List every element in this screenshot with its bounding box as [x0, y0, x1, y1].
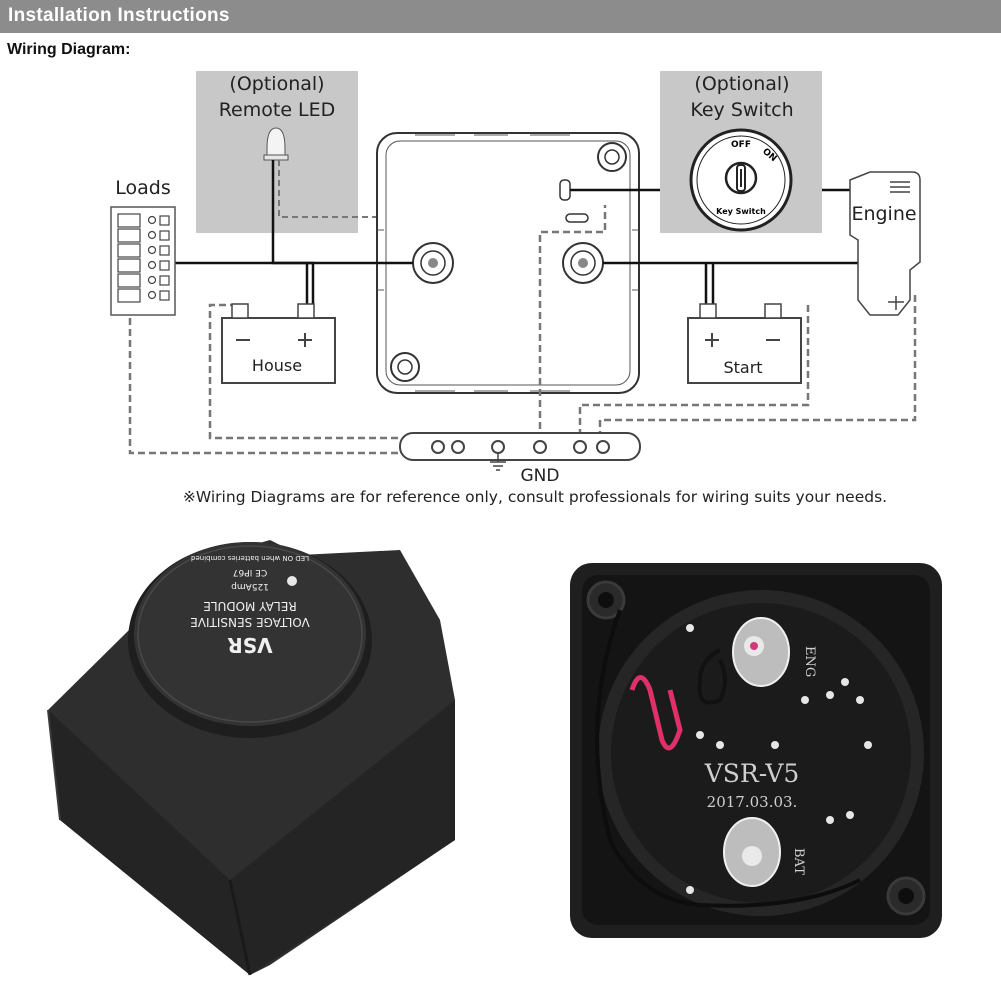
header-bar: Installation Instructions	[0, 0, 1001, 33]
disclaimer-note: ※Wiring Diagrams are for reference only,…	[183, 488, 887, 506]
vsr-product-photo: VSR VOLTAGE SENSITIVE RELAY MODULE 125Am…	[47, 540, 455, 976]
start-label: Start	[723, 358, 762, 377]
loads-panel-icon	[110, 206, 176, 316]
key-switch-text: Key Switch	[716, 207, 766, 216]
engine-label: Engine	[851, 203, 916, 225]
key-off-label: OFF	[731, 140, 751, 150]
remote-led-optional-label: (Optional)	[229, 73, 324, 95]
gnd-label: GND	[521, 466, 560, 486]
key-switch-optional-label: (Optional)	[694, 73, 789, 95]
board-model-text: VSR-V5	[704, 759, 800, 788]
house-battery-icon	[221, 303, 336, 384]
eng-label-text: ENG	[802, 646, 817, 677]
section-title: Wiring Diagram:	[7, 41, 131, 58]
engine-icon	[849, 171, 921, 316]
board-date-text: 2017.03.03.	[707, 793, 798, 811]
key-switch-label: Key Switch	[690, 99, 793, 121]
vsr-module-outline	[376, 132, 640, 394]
house-label: House	[252, 356, 302, 375]
remote-led-label: Remote LED	[219, 99, 336, 121]
cap-vsr-text: VSR	[227, 633, 272, 657]
cap-amp-text: 125Amp	[231, 581, 269, 591]
page-title: Installation Instructions	[8, 5, 230, 26]
cap-led-text: LED ON when batteries combined	[191, 554, 309, 562]
ground-busbar-icon	[399, 432, 641, 471]
loads-label: Loads	[115, 177, 170, 199]
start-battery-icon	[687, 303, 802, 384]
cap-relay-text: RELAY MODULE	[203, 599, 296, 613]
led-icon	[263, 127, 289, 161]
cap-ce-text: CE IP67	[233, 567, 267, 577]
cap-voltage-text: VOLTAGE SENSITIVE	[190, 615, 310, 629]
bat-label-text: BAT	[791, 848, 806, 875]
key-switch-icon: OFF ON Key Switch	[689, 128, 793, 232]
vsr-board-photo: VSR-V5 2017.03.03. ENG BAT	[570, 563, 942, 938]
